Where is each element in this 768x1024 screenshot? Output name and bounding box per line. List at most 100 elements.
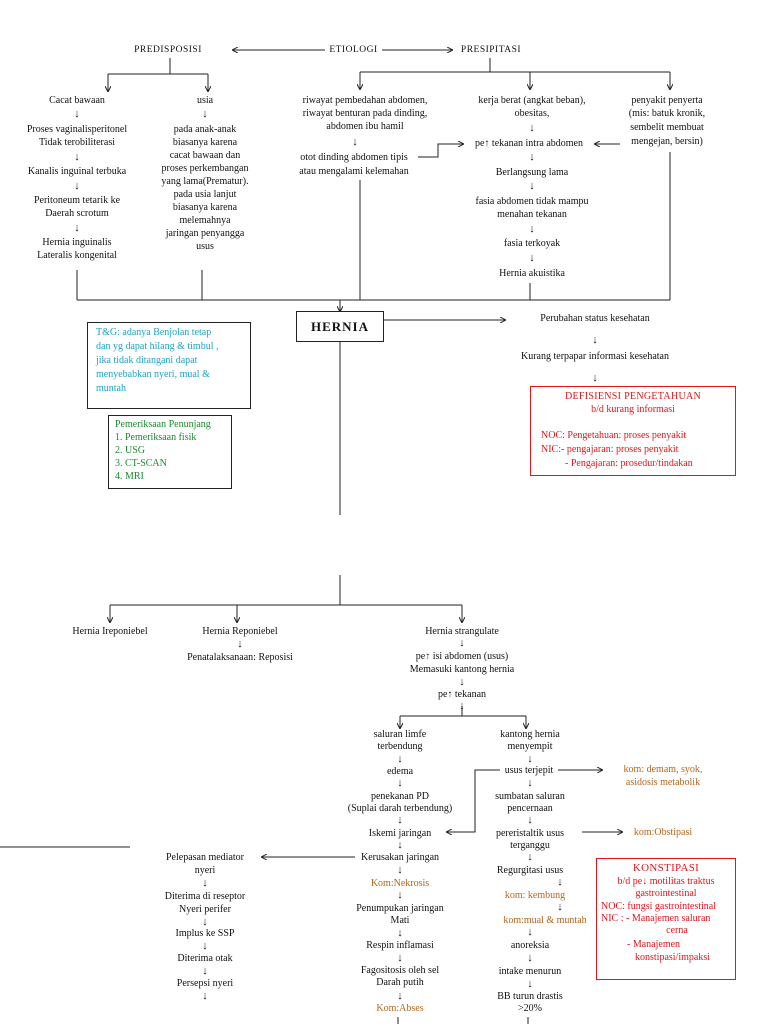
pemeriksaan-item: 1. Pemeriksaan fisik (115, 432, 197, 443)
down-arrow: ↓ (529, 122, 535, 134)
penekanan-text: (Suplai darah terbendung) (347, 803, 453, 814)
intake-text: intake menurun (498, 966, 562, 977)
kerja-text: pe↑ tekanan intra abdomen (474, 138, 583, 149)
penyakit-text: (mis: batuk kronik, (628, 108, 706, 119)
iskemi-text: Iskemi jaringan (368, 828, 432, 839)
kerja-text: Berlangsung lama (495, 167, 569, 178)
usia-text: biasanya karena (172, 202, 238, 213)
usia-text: melemahnya (179, 215, 231, 226)
down-arrow: ↓ (397, 889, 403, 901)
defisiensi-title: DEFISIENSI PENGETAHUAN (564, 391, 702, 402)
down-arrow: ↓ (527, 777, 533, 789)
konstipasi-nic: NIC : - Manajemen saluran (601, 913, 711, 924)
kom-mual: kom:mual & muntah (503, 915, 587, 926)
pemeriksaan-item: 3. CT-SCAN (115, 458, 167, 469)
strangulate-text: pe↑ tekanan (437, 689, 487, 700)
down-arrow: ↓ (527, 851, 533, 863)
kurang-informasi-text: Kurang terpapar informasi kesehatan (521, 351, 669, 362)
down-arrow: ↓ (592, 372, 598, 384)
penekanan-text: penekanan PD (370, 791, 430, 802)
sumbatan-text: pencernaan (507, 803, 553, 814)
etiologi-label: ETIOLOGI (329, 45, 378, 55)
tg-text: dan yg dapat hilang & timbul , (96, 341, 219, 352)
defisiensi-noc: NOC: Pengetahuan: proses penyakit (541, 430, 687, 441)
cacat-text: Lateralis kongenital (37, 250, 117, 261)
konstipasi-title: KONSTIPASI (632, 862, 700, 874)
penyakit-text: penyakit penyerta (631, 95, 703, 106)
bb-text: BB turun drastis (497, 991, 563, 1002)
down-arrow: ↓ (459, 700, 465, 712)
kerja-text: Hernia akuistika (499, 268, 565, 279)
usia-text: pada anak-anak (173, 124, 237, 135)
pemeriksaan-item: 2. USG (115, 445, 146, 456)
konstipasi-nic: konstipasi/impaksi (635, 952, 710, 963)
strangulate-text: Memasuki kantong hernia (409, 664, 515, 675)
peristaltik-text: pereristaltik usus (495, 828, 565, 839)
riwayat-text: atau mengalami kelemahan (299, 166, 409, 177)
kom-nekrosis: Kom:Nekrosis (370, 878, 430, 889)
down-arrow: ↓ (459, 676, 465, 688)
down-arrow: ↓ (202, 940, 208, 952)
penyakit-text: sembelit membuat (630, 122, 704, 133)
down-arrow: ↓ (74, 180, 80, 192)
kom-abses: Kom:Abses (376, 1003, 424, 1014)
fagositosis-text: Fagositosis oleh sel (360, 965, 440, 976)
konstipasi-text: gastrointestinal (635, 888, 697, 899)
down-arrow: ↓ (202, 990, 208, 1002)
down-arrow: ↓ (352, 136, 358, 148)
kom-demam-text: asidosis metabolik (625, 777, 701, 788)
tg-text: T&G: adanya Benjolan tetap (96, 327, 212, 338)
riwayat-text: otot dinding abdomen tipis (300, 152, 408, 163)
konstipasi-nic: cerna (666, 925, 688, 936)
down-arrow: ↓ (74, 151, 80, 163)
usus-terjepit-text: usus terjepit (504, 765, 554, 776)
down-arrow: ↓ (202, 877, 208, 889)
usia-text: yang lama(Prematur). (161, 176, 249, 187)
penatalaksanaan-text: Penatalaksanaan: Reposisi (187, 652, 293, 663)
riwayat-text: abdomen ibu hamil (326, 121, 404, 132)
down-arrow: ↓ (397, 753, 403, 765)
presipitasi-label: PRESIPITASI (460, 45, 522, 55)
down-arrow: ↓ (459, 637, 465, 649)
saluran-text: saluran limfe (373, 729, 427, 740)
tg-text: menyebabkan nyeri, mual & (96, 369, 210, 380)
riwayat-text: riwayat benturan pada dinding, (302, 108, 428, 119)
konstipasi-text: b/d pe↓ motilitas traktus (617, 876, 715, 887)
pemeriksaan-penunjang-box: Pemeriksaan Penunjang 1. Pemeriksaan fis… (108, 415, 232, 489)
usia-text: pada usia lanjut (173, 189, 237, 200)
diterima-text: Nyeri perifer (179, 904, 231, 915)
respon-text: Respin inflamasi (366, 940, 434, 951)
usia-text: proses perkembangan (161, 163, 249, 174)
hernia-box: HERNIA (296, 311, 384, 342)
down-arrow: ↓ (397, 990, 403, 1002)
konstipasi-box: KONSTIPASI b/d pe↓ motilitas traktus gas… (596, 858, 736, 980)
konstipasi-noc: NOC: fungsi gastrointestinal (601, 901, 716, 912)
persepsi-text: Persepsi nyeri (176, 978, 234, 989)
cacat-text: Hernia inguinalis (42, 237, 112, 248)
cacat-text: Tidak terobiliterasi (38, 137, 115, 148)
tg-text: jika tidak ditangani dapat (96, 355, 198, 366)
down-arrow: ↓ (592, 334, 598, 346)
down-arrow: ↓ (527, 978, 533, 990)
bb-text: >20% (518, 1003, 542, 1014)
cacat-text: Daerah scrotum (45, 208, 109, 219)
kerja-text: fasia terkoyak (503, 238, 561, 249)
usia-text: usia (196, 95, 214, 106)
kerja-text: menahan tekanan (497, 209, 567, 220)
predisposisi-label: PREDISPOSISI (134, 45, 202, 55)
hernia-ireponiebel: Hernia Ireponiebel (72, 626, 148, 637)
defisiensi-nic: NIC:- pengajaran: proses penyakit (541, 444, 679, 455)
down-arrow: ↓ (397, 814, 403, 826)
peristaltik-text: terganggu (510, 840, 550, 851)
usia-text: jaringan penyangga (165, 228, 245, 239)
edema-text: edema (386, 766, 414, 777)
down-arrow: ↓ (527, 814, 533, 826)
tg-text: muntah (96, 383, 126, 394)
fagositosis-text: Darah putih (376, 977, 424, 988)
tanda-gejala-box: T&G: adanya Benjolan tetap dan yg dapat … (87, 322, 251, 409)
anoreksia-text: anoreksia (510, 940, 550, 951)
cacat-text: Kanalis inguinal terbuka (27, 166, 127, 177)
pelepasan-text: Pelepasan mediator (165, 852, 245, 863)
diterima-otak-text: Diterima otak (177, 953, 233, 964)
defisiensi-pengetahuan-box: DEFISIENSI PENGETAHUAN b/d kurang inform… (530, 386, 736, 476)
